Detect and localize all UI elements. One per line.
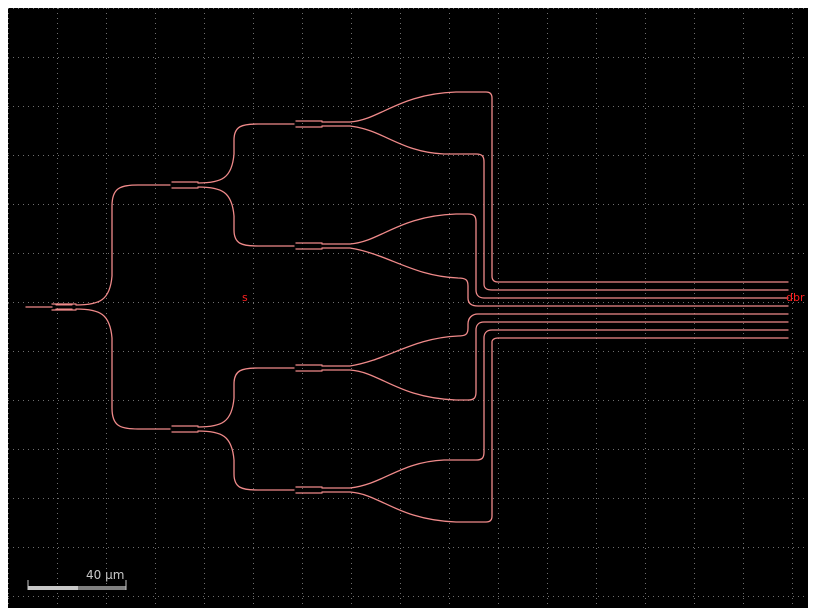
branch-root-top: [75, 184, 171, 306]
output-route-3: [321, 213, 789, 299]
branch-l2-top-down: [197, 186, 295, 247]
port-label-dbr: dbr: [786, 291, 805, 304]
output-route-2: [321, 125, 789, 291]
output-route-7: [321, 329, 789, 489]
output-route-5: [321, 313, 789, 367]
splitter-l2-top: [171, 181, 199, 189]
output-route-4: [321, 247, 789, 307]
splitter-l3-3: [295, 364, 323, 372]
splitter-root-body: [55, 304, 73, 310]
layout-canvas[interactable]: s dbr 40 µm: [8, 8, 808, 608]
scale-bar: 40 µm: [27, 568, 127, 590]
waveguide-tree: [25, 91, 789, 523]
output-route-1: [321, 91, 789, 283]
branch-root-bottom: [75, 308, 171, 430]
splitter-l3-4: [295, 486, 323, 494]
splitter-l2-bottom: [171, 425, 199, 433]
grid: [8, 8, 808, 608]
splitter-l3-1: [295, 120, 323, 128]
output-route-8: [321, 337, 789, 523]
port-label-s: s: [242, 291, 248, 304]
scale-bar-segment-light: [28, 586, 78, 590]
scale-bar-segment-dark: [78, 586, 126, 590]
branch-l2-bottom-up: [197, 367, 295, 428]
splitter-l3-2: [295, 242, 323, 250]
layout-viewport[interactable]: s dbr 40 µm: [8, 8, 808, 608]
splitter-root: [51, 303, 77, 311]
scale-bar-label: 40 µm: [86, 568, 124, 582]
output-route-6: [321, 321, 789, 401]
branch-l2-bottom-down: [197, 430, 295, 491]
branch-l2-top-up: [197, 123, 295, 184]
